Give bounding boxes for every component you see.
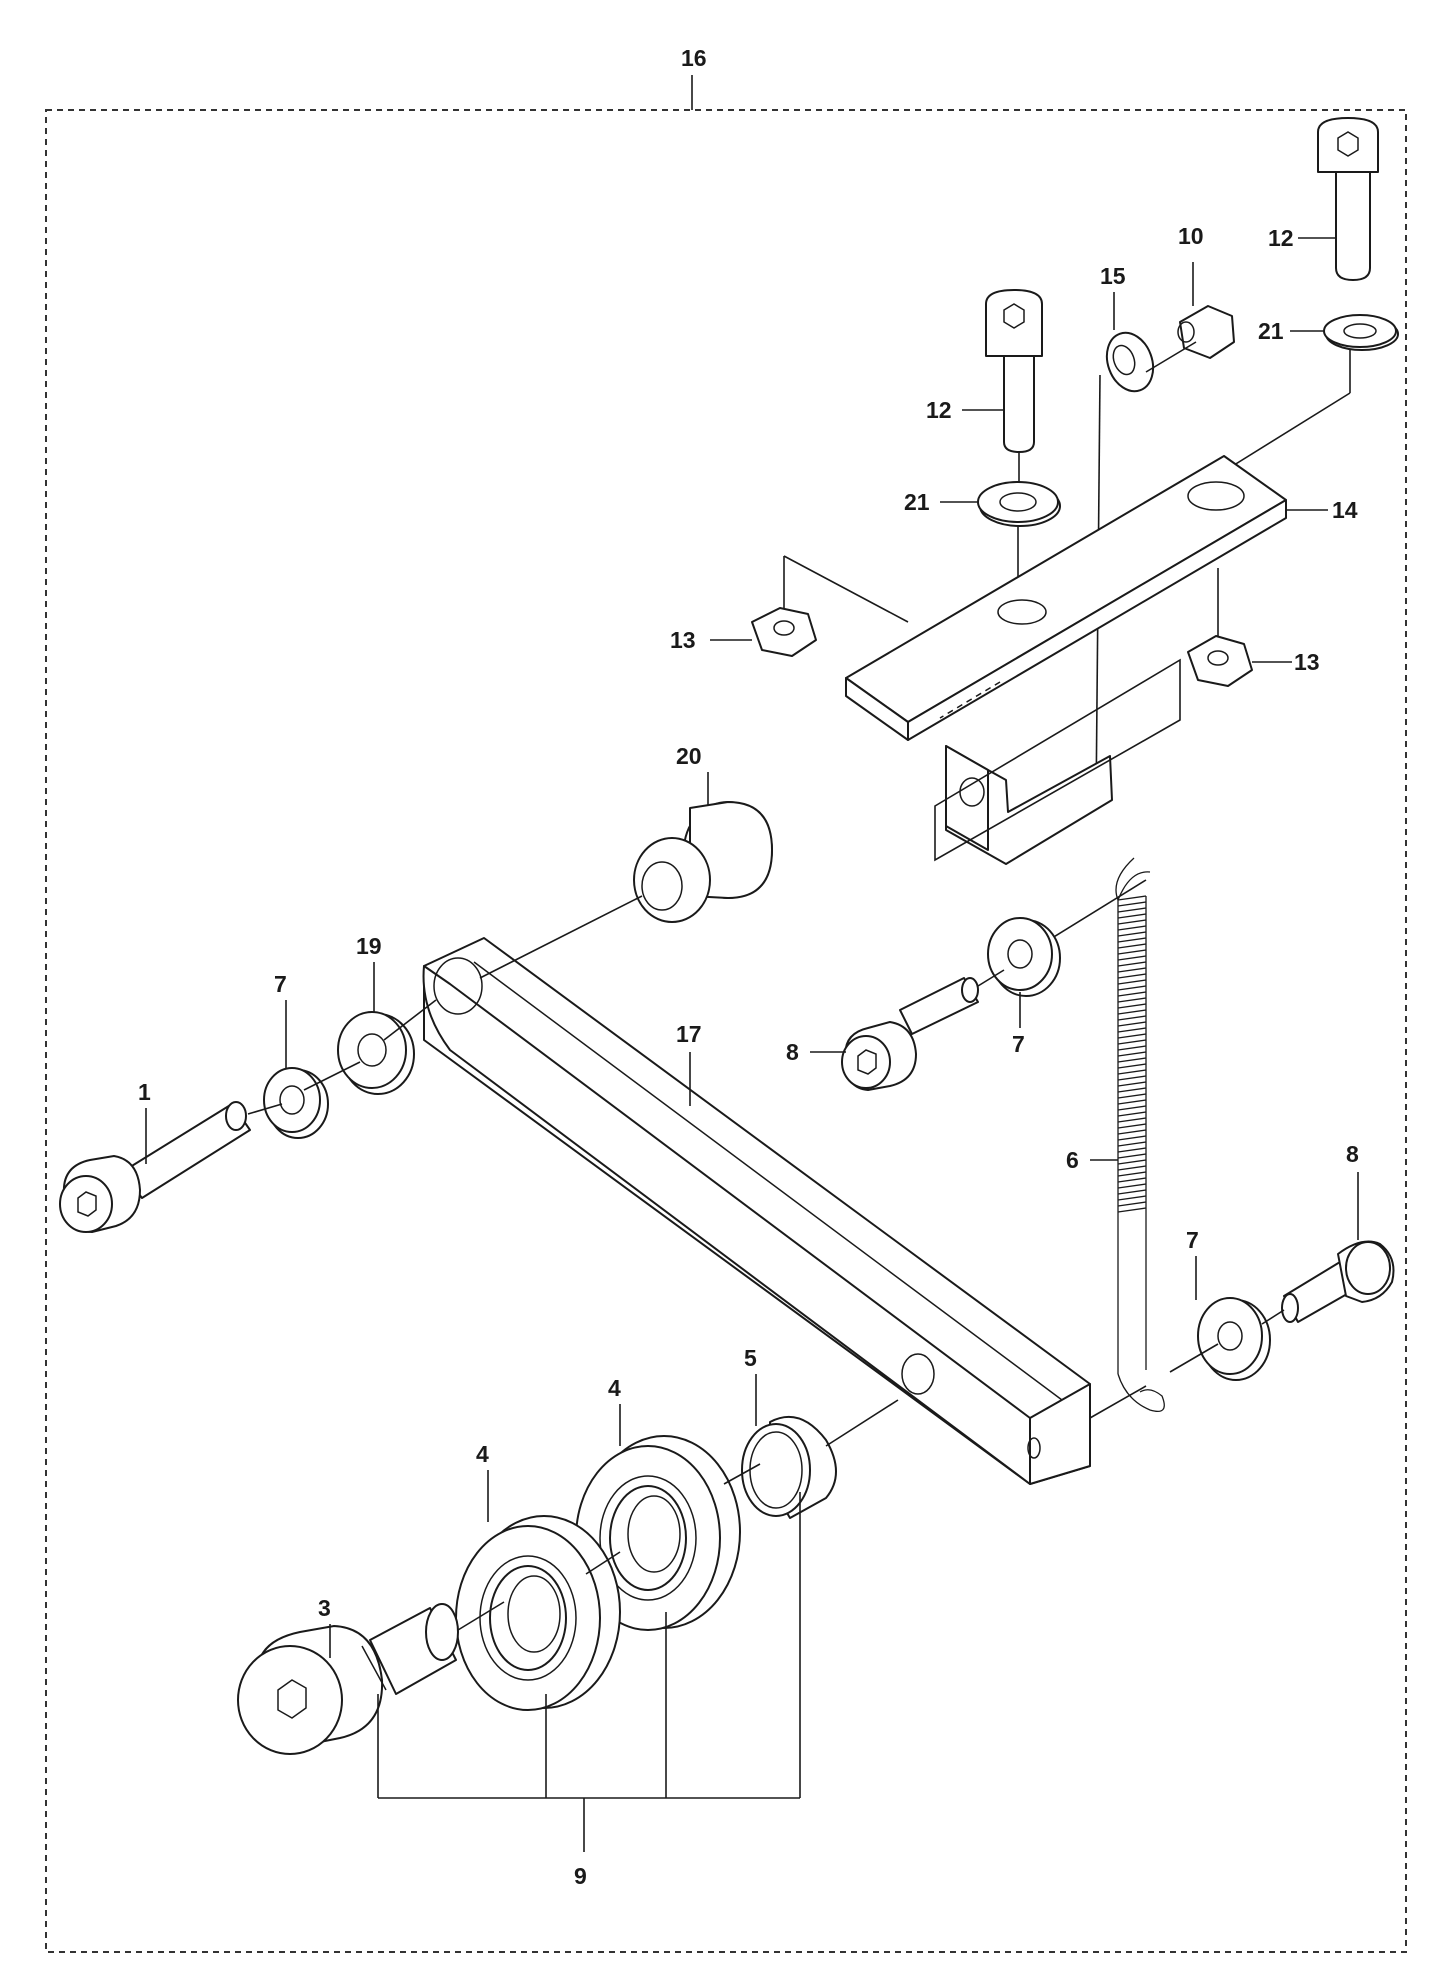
callout-4-back[interactable]: 4 [608, 1375, 621, 1401]
arm-17[interactable] [422, 937, 1091, 1485]
lock-washer-15[interactable] [1099, 326, 1161, 397]
nut-13-right[interactable] [1187, 635, 1253, 687]
callout-4-front[interactable]: 4 [476, 1441, 489, 1467]
washer-7-middle[interactable] [987, 917, 1061, 997]
group-bracket-9 [377, 1492, 801, 1852]
callout-14[interactable]: 14 [1332, 497, 1358, 523]
callout-6[interactable]: 6 [1066, 1147, 1079, 1173]
bolt-12-right[interactable] [1317, 117, 1379, 281]
spring-6[interactable] [1115, 857, 1165, 1413]
callout-13-left[interactable]: 13 [670, 627, 696, 653]
callout-20[interactable]: 20 [676, 743, 702, 769]
bracket-14[interactable] [845, 455, 1287, 865]
shoulder-bolt-8-right[interactable] [1281, 1240, 1395, 1323]
callout-15[interactable]: 15 [1100, 263, 1126, 289]
callout-12-middle[interactable]: 12 [926, 397, 952, 423]
callout-10[interactable]: 10 [1178, 223, 1204, 249]
callout-1[interactable]: 1 [138, 1079, 151, 1105]
washer-21-right[interactable] [1323, 314, 1399, 351]
assembly-frame [45, 109, 1407, 1953]
callout-9[interactable]: 9 [574, 1863, 587, 1889]
shoulder-bolt-3[interactable] [237, 1603, 459, 1755]
callout-8-middle[interactable]: 8 [786, 1039, 799, 1065]
bolt-12-middle[interactable] [985, 289, 1043, 453]
callout-12-right[interactable]: 12 [1268, 225, 1294, 251]
callout-7-right[interactable]: 7 [1186, 1227, 1199, 1253]
washer-7-left[interactable] [263, 1067, 329, 1139]
callout-21-middle[interactable]: 21 [904, 489, 930, 515]
bearing-4-front[interactable] [455, 1515, 621, 1711]
sleeve-5[interactable] [741, 1415, 837, 1519]
nut-13-left[interactable] [751, 607, 817, 657]
callout-21-right[interactable]: 21 [1258, 318, 1284, 344]
shoulder-bolt-8-middle[interactable] [841, 977, 979, 1091]
callout-17[interactable]: 17 [676, 1021, 702, 1047]
callout-8-right[interactable]: 8 [1346, 1141, 1359, 1167]
callout-7-middle[interactable]: 7 [1012, 1031, 1025, 1057]
washer-7-right[interactable] [1197, 1297, 1271, 1381]
callout-5[interactable]: 5 [744, 1345, 757, 1371]
callout-3[interactable]: 3 [318, 1595, 331, 1621]
bushing-20[interactable] [633, 801, 773, 923]
nut-10[interactable] [1177, 305, 1235, 359]
callout-13-right[interactable]: 13 [1294, 649, 1320, 675]
callout-7-left[interactable]: 7 [274, 971, 287, 997]
washer-19[interactable] [337, 1011, 415, 1095]
callout-16[interactable]: 16 [681, 45, 707, 71]
washer-21-middle[interactable] [977, 481, 1061, 527]
bolt-1[interactable] [59, 1101, 251, 1233]
callout-19[interactable]: 19 [356, 933, 382, 959]
